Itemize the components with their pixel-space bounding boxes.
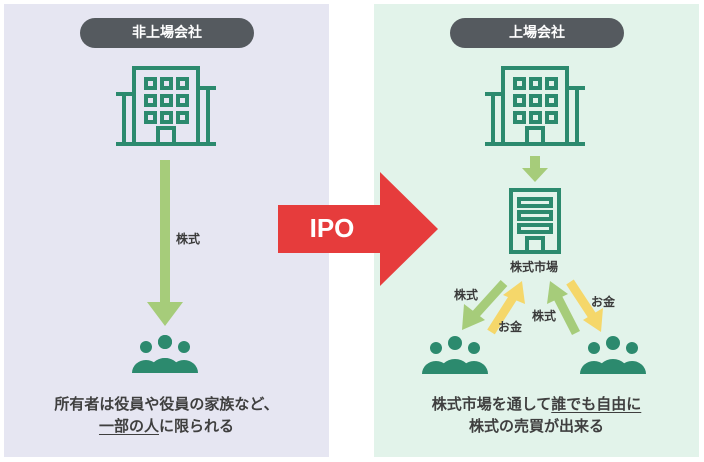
listed-caption: 株式市場を通して誰でも自由に 株式の売買が出来る xyxy=(374,393,699,437)
unlisted-caption-rest: に限られる xyxy=(159,417,235,435)
unlisted-caption-line1: 所有者は役員や役員の家族など、 xyxy=(54,395,279,413)
ipo-label: IPO xyxy=(310,213,355,243)
listed-company-badge: 上場会社 xyxy=(450,18,624,48)
unlisted-caption: 所有者は役員や役員の家族など、 一部の人に限られる xyxy=(4,393,329,437)
listed-caption-line1: 株式市場を通して誰でも自由に xyxy=(374,393,699,415)
stock-ownership-arrow xyxy=(147,160,183,326)
left-stock-arrow xyxy=(462,279,508,330)
listed-caption-prefix: 株式市場を通して xyxy=(431,395,552,413)
investors-left-group-icon xyxy=(422,336,488,374)
listing-arrow xyxy=(522,156,548,182)
left-money-arrow xyxy=(487,281,525,335)
right-right-money-label: お金 xyxy=(591,295,616,309)
stock-market-label: 株式市場 xyxy=(510,260,559,274)
unlisted-building-icon xyxy=(116,66,216,146)
unlisted-company-badge: 非上場会社 xyxy=(80,18,254,48)
investors-right-group-icon xyxy=(580,336,646,374)
ipo-arrow xyxy=(278,172,438,286)
unlisted-caption-underlined: 一部の人 xyxy=(98,417,159,435)
listed-caption-underlined: 誰でも自由に xyxy=(551,395,642,413)
right-left-stock-label: 株式 xyxy=(454,288,479,302)
listed-building-icon xyxy=(485,66,585,146)
unlisted-caption-line2: 一部の人に限られる xyxy=(4,415,329,437)
right-stock-arrow xyxy=(547,281,581,336)
listed-caption-line2: 株式の売買が出来る xyxy=(468,417,604,435)
right-money-arrow xyxy=(566,279,603,332)
right-left-money-label: お金 xyxy=(498,320,523,334)
shareholders-group-icon xyxy=(132,335,198,373)
stock-market-icon xyxy=(509,188,561,254)
right-right-stock-label: 株式 xyxy=(532,309,557,323)
left-stock-label: 株式 xyxy=(176,232,201,246)
